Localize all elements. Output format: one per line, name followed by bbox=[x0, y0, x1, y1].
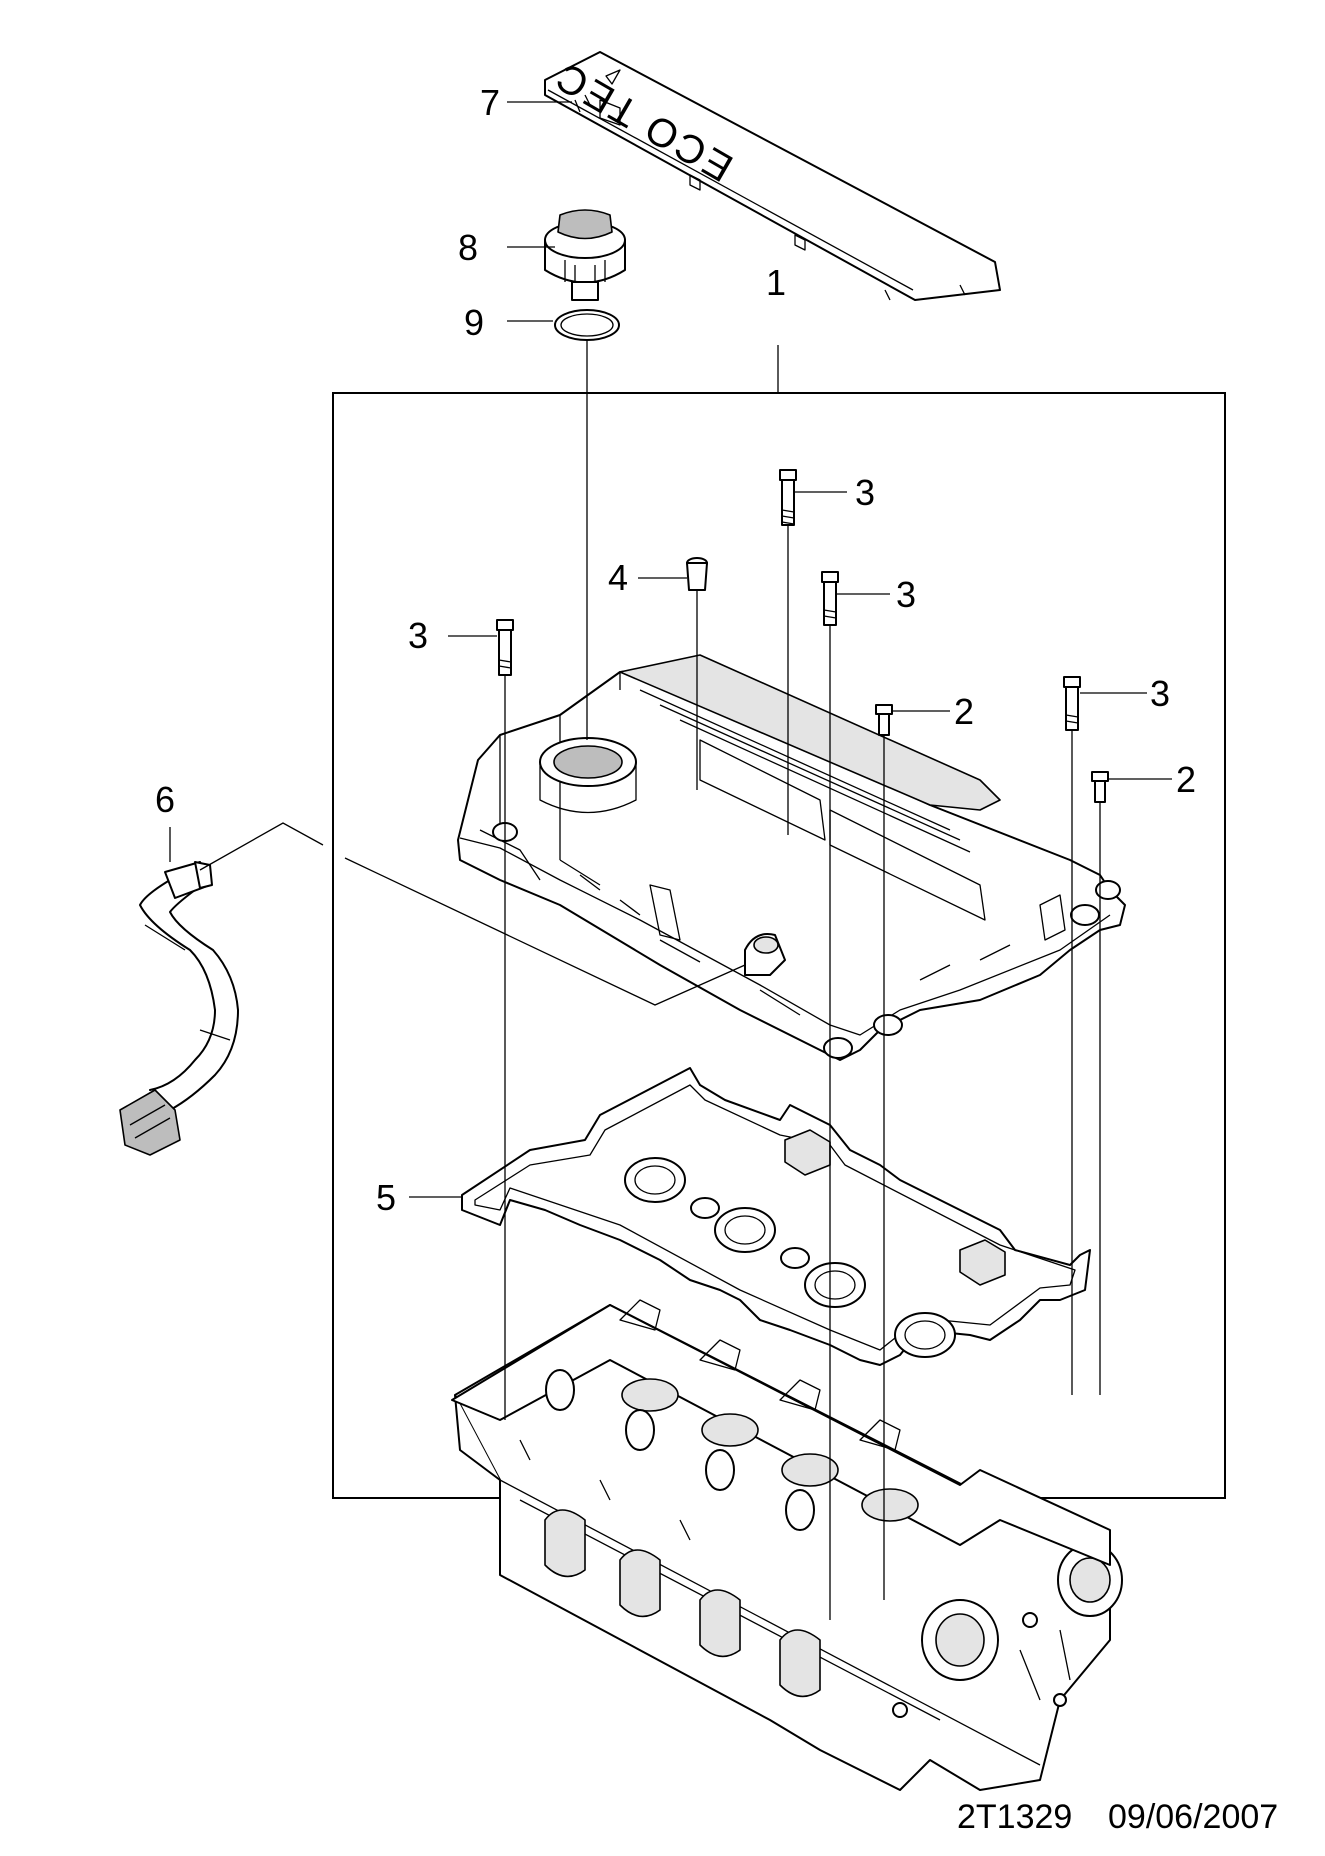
bolt-2-a bbox=[875, 704, 893, 736]
bolt-3-left bbox=[496, 619, 514, 676]
callout-7: 7 bbox=[480, 82, 500, 123]
callout-8: 8 bbox=[458, 227, 478, 268]
callout-3-mid: 3 bbox=[896, 574, 916, 615]
footer: 2T1329 09/06/2007 bbox=[957, 1798, 1278, 1836]
callout-9: 9 bbox=[464, 302, 484, 343]
callout-2-a: 2 bbox=[954, 691, 974, 732]
cylinder-head-part bbox=[451, 1299, 1123, 1791]
callout-4: 4 bbox=[608, 557, 628, 598]
callout-5: 5 bbox=[376, 1177, 396, 1218]
callout-1: 1 bbox=[766, 262, 786, 303]
callout-labels: 7 8 9 1 3 4 3 3 2 3 2 6 5 bbox=[155, 82, 1196, 1218]
valve-cover-part bbox=[457, 654, 1126, 1061]
o-ring-part bbox=[554, 309, 620, 341]
bolt-3-mid bbox=[821, 571, 839, 626]
callout-3-right: 3 bbox=[1150, 673, 1170, 714]
leader-lines bbox=[169, 101, 1172, 1620]
callout-3-top: 3 bbox=[855, 472, 875, 513]
callout-6: 6 bbox=[155, 779, 175, 820]
drawing-id: 2T1329 bbox=[957, 1798, 1072, 1836]
callout-3-left: 3 bbox=[408, 615, 428, 656]
oil-filler-cap-part bbox=[544, 209, 626, 301]
drawing-date: 09/06/2007 bbox=[1108, 1798, 1278, 1836]
pcv-hose-part bbox=[119, 861, 239, 1156]
plug-4-part bbox=[686, 557, 708, 591]
bolt-3-top bbox=[779, 469, 797, 526]
bolt-2-b bbox=[1091, 771, 1109, 803]
bolt-3-right bbox=[1063, 676, 1081, 731]
cover-gasket-part bbox=[461, 1067, 1091, 1366]
callout-2-b: 2 bbox=[1176, 759, 1196, 800]
